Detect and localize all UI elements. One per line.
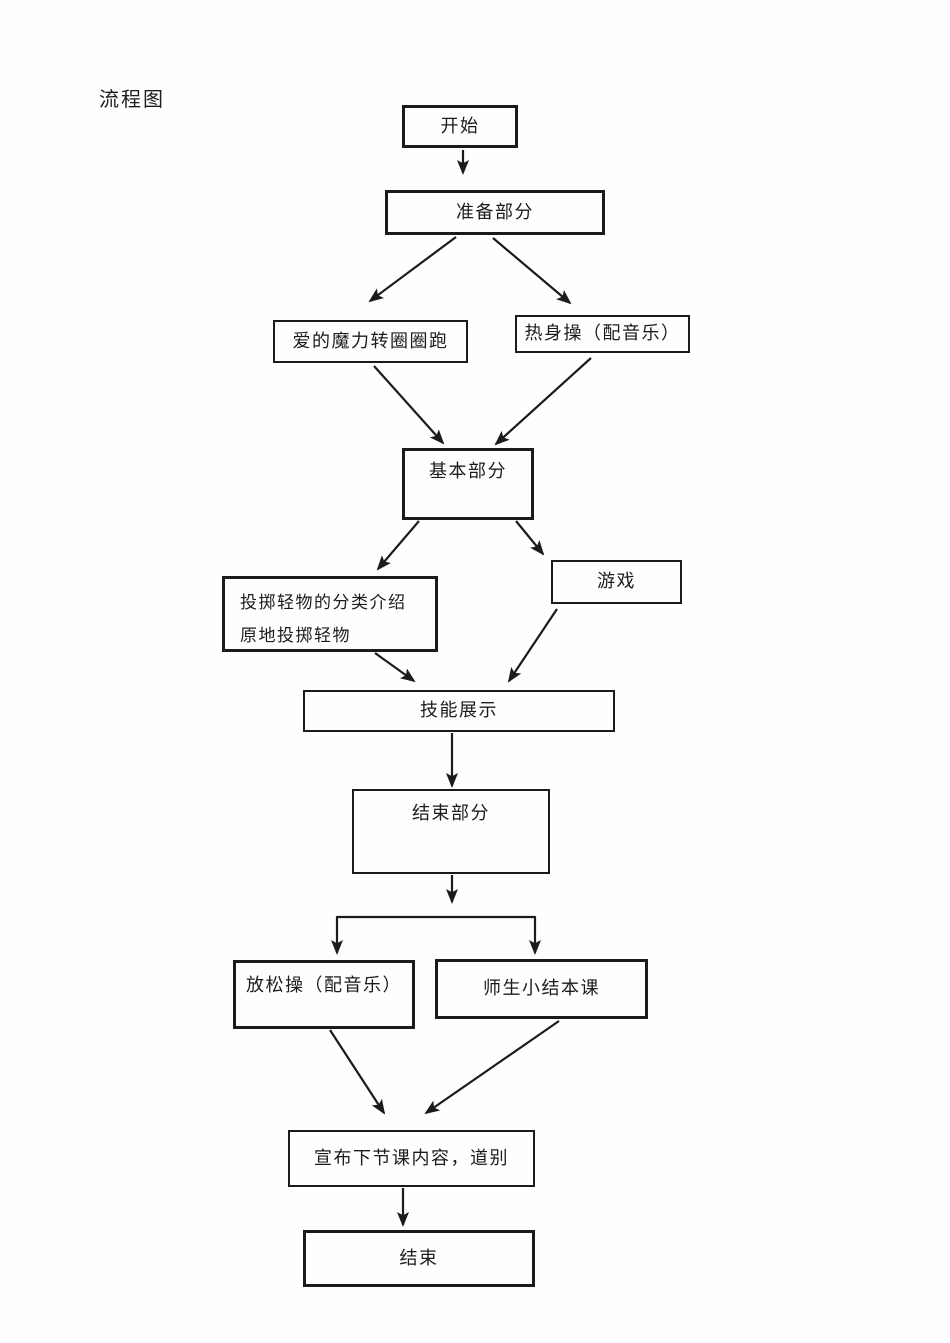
node-announce: 宣布下节课内容，道别 bbox=[288, 1130, 535, 1187]
node-game: 游戏 bbox=[551, 560, 682, 604]
node-summary: 师生小结本课 bbox=[435, 959, 648, 1019]
node-warmup: 热身操（配音乐） bbox=[515, 315, 690, 353]
node-prepare: 准备部分 bbox=[385, 190, 605, 235]
node-ending-part: 结束部分 bbox=[352, 789, 550, 874]
node-end: 结束 bbox=[303, 1230, 535, 1287]
arrow-relax-announce bbox=[329, 1029, 386, 1115]
arrow-magicrun-basic bbox=[373, 365, 445, 445]
arrow-basic-throwing bbox=[376, 520, 420, 571]
node-throwing-line1: 投掷轻物的分类介绍 bbox=[240, 593, 407, 613]
arrow-summary-announce bbox=[424, 1020, 560, 1115]
arrow-warmup-basic bbox=[494, 357, 592, 446]
arrow-throwing-skill bbox=[374, 652, 416, 683]
arrow-prepare-magicrun bbox=[368, 236, 457, 303]
node-throwing-line2: 原地投掷轻物 bbox=[240, 626, 351, 646]
node-skill-show: 技能展示 bbox=[303, 690, 615, 732]
page-title: 流程图 bbox=[99, 87, 165, 111]
arrow-prepare-warmup bbox=[492, 237, 572, 305]
node-throwing: 投掷轻物的分类介绍 原地投掷轻物 bbox=[222, 576, 438, 652]
arrow-game-skill bbox=[507, 608, 558, 683]
node-magic-run: 爱的魔力转圈圈跑 bbox=[273, 320, 468, 363]
arrow-basic-game bbox=[515, 520, 545, 556]
node-basic: 基本部分 bbox=[402, 448, 534, 520]
node-relax: 放松操（配音乐） bbox=[233, 960, 415, 1029]
node-start: 开始 bbox=[402, 105, 518, 148]
